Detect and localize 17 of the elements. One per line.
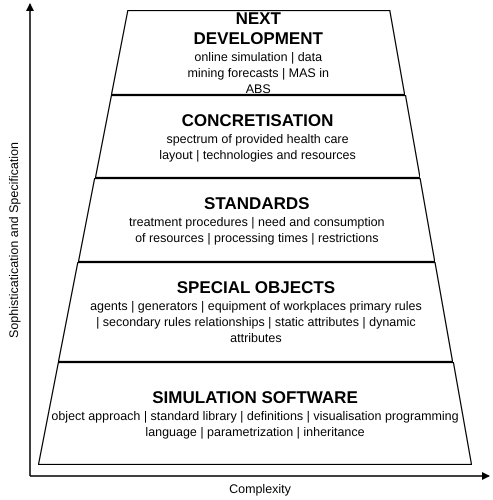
layer-description: object approach | standard library | definitions | visualisation programming language | parametrization | inheritance (50, 408, 460, 440)
pyramid-layer (111, 10, 406, 95)
layer-description: spectrum of provided health care layout | technologies and resources (158, 130, 357, 162)
axis-title: Sophisticatication and Specification (7, 142, 21, 338)
layer-heading: STANDARDS (204, 194, 310, 214)
layer-heading: NEXT DEVELOPMENT (192, 8, 324, 48)
layer-description: online simulation | data mining forecasts | MAS in ABS (186, 48, 330, 96)
layer-heading: SPECIAL OBJECTS (176, 278, 336, 298)
pyramid-layer (94, 95, 420, 178)
axis-title: Complexity (229, 482, 291, 496)
layer-heading: SIMULATION SOFTWARE (152, 388, 358, 408)
layer-description: treatment procedures | need and consumption of resources | processing times | restrictions (128, 214, 386, 246)
layer-heading: CONCRETISATION (182, 110, 334, 130)
pyramid-layer (38, 362, 472, 465)
layer-description: agents | generators | equipment of workplaces primary rules | secondary rules relationships | static attributes | dynamic attributes (89, 298, 423, 346)
pyramid-layer (78, 178, 436, 262)
pyramid-layer (58, 262, 454, 362)
